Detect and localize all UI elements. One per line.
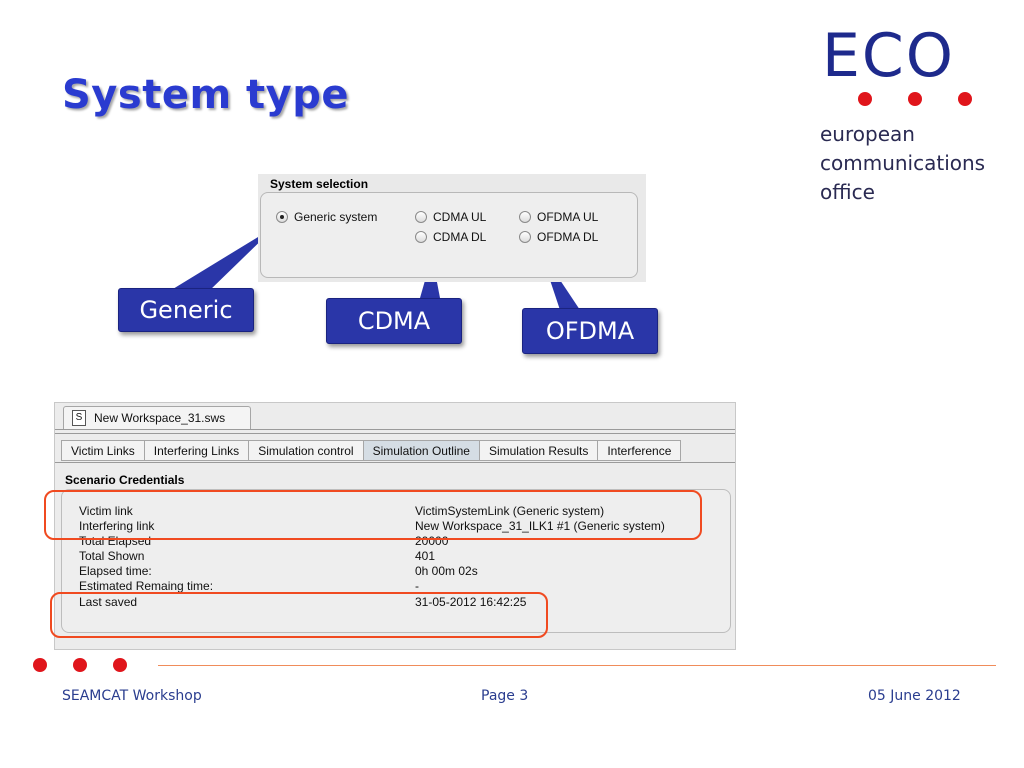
- callout-ofdma: OFDMA: [522, 308, 658, 354]
- system-selection-panel: System selection Generic system CDMA UL …: [258, 174, 646, 282]
- credential-label: Last saved: [79, 595, 138, 609]
- radio-label: Generic system: [294, 210, 378, 224]
- scenario-credentials-box: [61, 489, 731, 633]
- eco-logo-subtitle: european communications office: [820, 120, 985, 207]
- system-selection-title: System selection: [270, 177, 369, 191]
- credential-value: 0h 00m 02s: [415, 564, 478, 578]
- radio-label: OFDMA DL: [537, 230, 599, 244]
- logo-dot: [958, 92, 972, 106]
- tab-interference[interactable]: Interference: [597, 440, 682, 461]
- logo-line-european: european: [820, 122, 915, 146]
- radio-label: CDMA DL: [433, 230, 487, 244]
- tab-interfering-links[interactable]: Interfering Links: [143, 440, 250, 461]
- slide-title: System type: [62, 72, 350, 118]
- credential-row-total-shown: Total Shown 401: [79, 549, 719, 564]
- footer-dot: [113, 658, 127, 672]
- highlight-links: [44, 490, 702, 540]
- callout-cdma: CDMA: [326, 298, 462, 344]
- tab-simulation-outline[interactable]: Simulation Outline: [362, 440, 480, 461]
- footer-page-number: Page 3: [481, 688, 529, 704]
- eco-logo-wordmark: ECO: [822, 21, 956, 91]
- callout-generic: Generic: [118, 288, 254, 332]
- radio-label: CDMA UL: [433, 210, 487, 224]
- credential-row-last-saved: Last saved 31-05-2012 16:42:25: [79, 595, 719, 610]
- footer-dot: [33, 658, 47, 672]
- credential-row-interfering-link: Interfering link New Workspace_31_ILK1 #…: [79, 519, 719, 534]
- credential-row-estimated-remaining: Estimated Remaing time: -: [79, 579, 719, 594]
- radio-unselected-icon: [519, 211, 531, 223]
- footer-event: SEAMCAT Workshop: [62, 688, 202, 704]
- footer-dot: [73, 658, 87, 672]
- logo-dot: [858, 92, 872, 106]
- document-icon: S: [72, 410, 86, 426]
- logo-dot: [908, 92, 922, 106]
- radio-ofdma-dl[interactable]: OFDMA DL: [519, 230, 598, 244]
- highlight-last-saved: [50, 592, 548, 638]
- radio-cdma-ul[interactable]: CDMA UL: [415, 210, 486, 224]
- radio-selected-icon: [276, 211, 288, 223]
- footer-rule: [158, 665, 996, 666]
- credential-label: Total Elapsed: [79, 534, 152, 548]
- credential-value: 31-05-2012 16:42:25: [415, 595, 527, 609]
- system-selection-box: [260, 192, 638, 278]
- tab-bar-underline: [55, 462, 735, 463]
- credential-value: 20000: [415, 534, 449, 548]
- credential-row-victim-link: Victim link VictimSystemLink (Generic sy…: [79, 504, 719, 519]
- tab-simulation-control[interactable]: Simulation control: [248, 440, 364, 461]
- credential-row-elapsed-time: Elapsed time: 0h 00m 02s: [79, 564, 719, 579]
- credential-label: Total Shown: [79, 549, 145, 563]
- credential-value: New Workspace_31_ILK1 #1 (Generic system…: [415, 519, 665, 533]
- credential-value: 401: [415, 549, 436, 563]
- credential-label: Interfering link: [79, 519, 155, 533]
- credential-value: VictimSystemLink (Generic system): [415, 504, 605, 518]
- eco-logo-dots: [858, 92, 978, 108]
- credential-label: Estimated Remaing time:: [79, 579, 214, 593]
- credential-label: Elapsed time:: [79, 564, 152, 578]
- radio-unselected-icon: [415, 211, 427, 223]
- document-tab-label: New Workspace_31.sws: [94, 411, 226, 425]
- workspace-document-tab[interactable]: S New Workspace_31.sws: [63, 406, 251, 429]
- workspace-tab-bar: Victim Links Interfering Links Simulatio…: [61, 440, 682, 462]
- credential-value: -: [415, 579, 419, 593]
- radio-label: OFDMA UL: [537, 210, 599, 224]
- radio-cdma-dl[interactable]: CDMA DL: [415, 230, 486, 244]
- credential-row-total-elapsed: Total Elapsed 20000: [79, 534, 719, 549]
- radio-generic-system[interactable]: Generic system: [276, 210, 377, 224]
- workspace-panel: S New Workspace_31.sws Victim Links Inte…: [54, 402, 736, 650]
- logo-line-communications: communications: [820, 151, 986, 175]
- document-tab-rule: [55, 429, 735, 434]
- tab-simulation-results[interactable]: Simulation Results: [478, 440, 599, 461]
- scenario-credentials-title: Scenario Credentials: [65, 473, 185, 487]
- radio-unselected-icon: [415, 231, 427, 243]
- credential-label: Victim link: [79, 504, 133, 518]
- logo-line-office: office: [820, 180, 875, 204]
- radio-ofdma-ul[interactable]: OFDMA UL: [519, 210, 598, 224]
- tab-victim-links[interactable]: Victim Links: [61, 440, 145, 461]
- radio-unselected-icon: [519, 231, 531, 243]
- footer-date: 05 June 2012: [868, 688, 961, 704]
